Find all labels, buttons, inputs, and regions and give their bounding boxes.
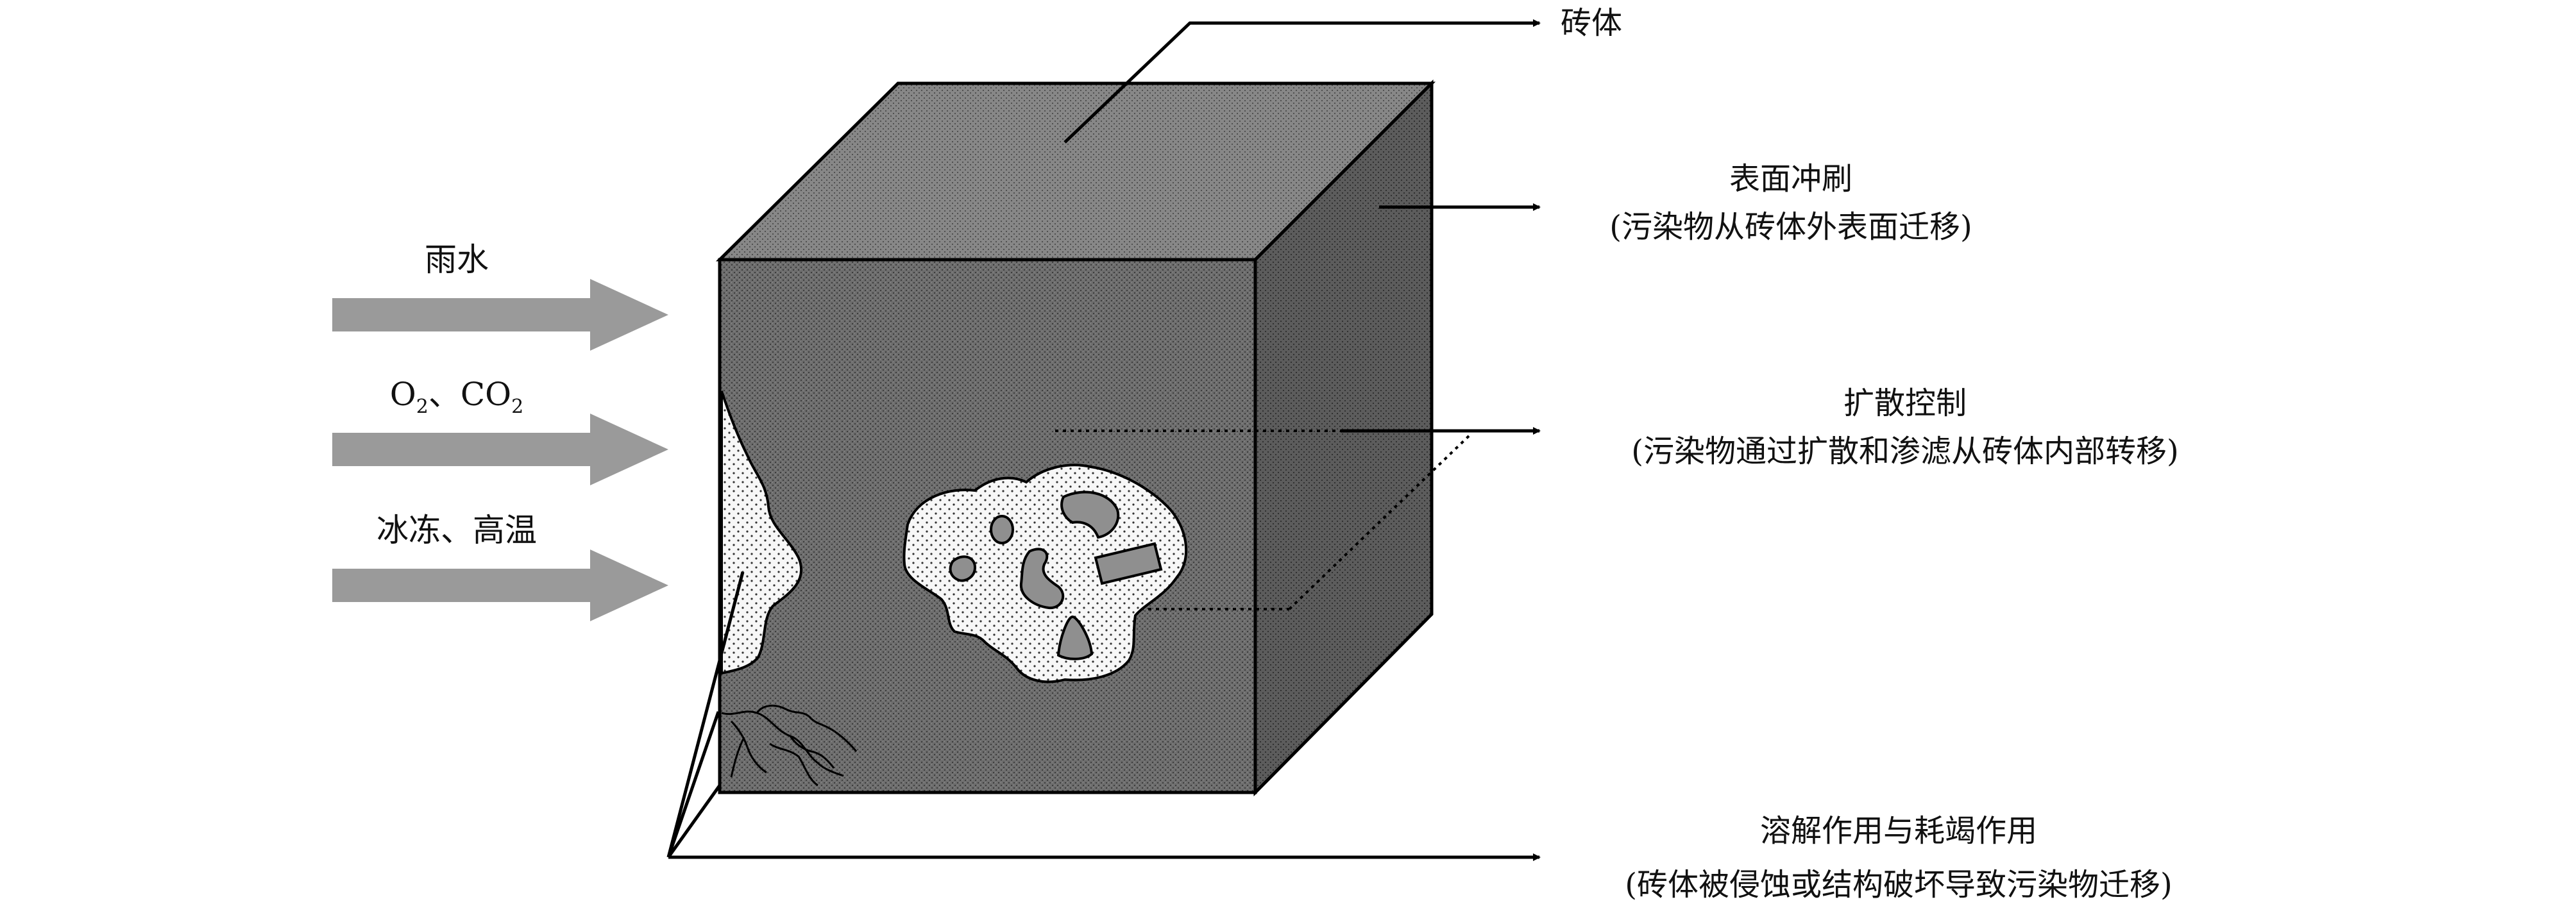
aggregate-particles xyxy=(949,490,1163,660)
leader-dissolution-b xyxy=(666,711,720,858)
label-gases-sep: 、 xyxy=(428,376,461,413)
particle-blob xyxy=(949,555,977,582)
label-surface-wash-title: 表面冲刷 xyxy=(1729,161,1852,197)
label-surface-wash-detail: (污染物从砖体外表面迁移) xyxy=(1609,209,1972,245)
label-freeze-heat: 冰冻、高温 xyxy=(377,512,537,549)
label-rain: 雨水 xyxy=(425,241,489,278)
cracks xyxy=(721,705,858,787)
leader-dissolution-a xyxy=(666,571,745,858)
particle-triangle xyxy=(1056,615,1094,660)
particle-crescent xyxy=(1060,490,1120,539)
label-gases-co-sub: 2 xyxy=(511,396,523,418)
particle-oval xyxy=(990,515,1014,544)
label-dissolution-detail: (砖体被侵蚀或结构破坏导致污染物迁移) xyxy=(1625,867,2172,903)
leader-brick xyxy=(1063,19,1541,144)
brick-cube xyxy=(715,79,1436,797)
input-arrow-gases xyxy=(332,414,668,485)
input-arrow-freeze-heat xyxy=(332,549,668,621)
label-gases-o-sub: 2 xyxy=(416,396,428,418)
label-gases-co: CO xyxy=(461,376,511,413)
label-gases: O2、CO2 xyxy=(390,376,523,418)
particle-rect xyxy=(1094,542,1163,585)
particle-hook xyxy=(1019,548,1065,610)
label-gases-o: O xyxy=(390,376,416,413)
leader-dissolution-c xyxy=(666,784,722,859)
label-brick: 砖体 xyxy=(1561,5,1622,41)
label-dissolution-title: 溶解作用与耗竭作用 xyxy=(1760,813,2037,849)
label-diffusion-title: 扩散控制 xyxy=(1843,385,1967,421)
label-diffusion-detail: (污染物通过扩散和渗滤从砖体内部转移) xyxy=(1631,433,2178,469)
leader-lines xyxy=(666,19,1541,861)
eroded-surface xyxy=(720,390,803,675)
input-arrow-rain xyxy=(332,279,668,351)
